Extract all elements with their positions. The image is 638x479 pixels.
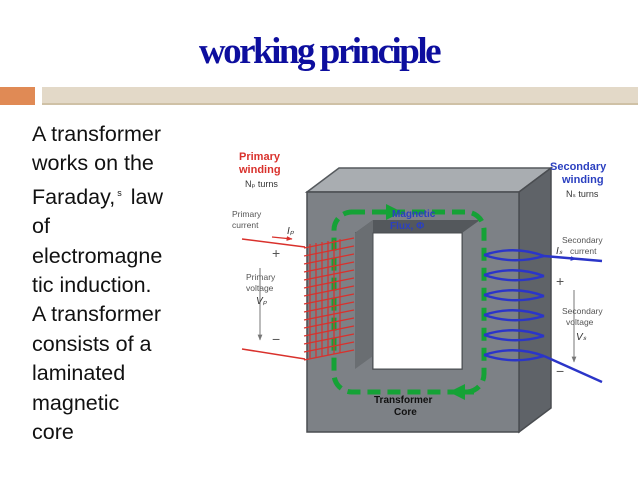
primary-current-arrow <box>271 236 293 241</box>
primary-plus: + <box>272 245 280 261</box>
secondary-plus: + <box>556 273 564 289</box>
secondary-lead-bottom <box>543 354 603 384</box>
body-line: works on the <box>32 151 154 176</box>
secondary-winding-label: winding <box>561 174 604 186</box>
core-label: Core <box>394 407 417 418</box>
primary-current-label: current <box>232 220 259 230</box>
primary-lead-top <box>241 238 306 248</box>
primary-voltage-label: voltage <box>246 283 274 293</box>
vs-label: Vₛ <box>576 332 587 343</box>
secondary-voltage-label: voltage <box>566 317 594 327</box>
primary-voltage-label: Primary <box>246 272 276 282</box>
core-window-shade <box>355 220 373 369</box>
secondary-winding-label: Secondary <box>550 161 607 173</box>
vp-label: Vₚ <box>256 296 268 307</box>
secondary-voltage-label: Secondary <box>562 306 603 316</box>
primary-lead-bottom <box>241 348 306 360</box>
body-line: magnetic <box>32 390 120 415</box>
magnetic-flux-label: Magnetic <box>392 209 436 220</box>
body-line: electromagne <box>32 243 163 268</box>
body-word: Faraday, <box>32 184 116 209</box>
body-line: consists of a <box>32 331 152 356</box>
slide-title: working principle <box>198 31 442 72</box>
core-label: Transformer <box>374 395 432 406</box>
body-word: law <box>130 184 164 209</box>
body-line: of <box>32 214 50 239</box>
primary-minus: − <box>272 331 280 347</box>
ns-turns-label: Nₛ turns <box>566 189 599 199</box>
superscript-s: s <box>117 187 122 198</box>
transformer-diagram: Primary winding Nₚ turns Primary current… <box>232 151 607 434</box>
header-bar-gap <box>35 87 42 105</box>
body-line: laminated <box>32 361 126 386</box>
is-label: Iₛ <box>556 246 563 257</box>
secondary-current-label: Secondary <box>562 235 603 245</box>
body-line: A transformer <box>32 122 162 146</box>
primary-winding-label: Primary <box>239 151 281 163</box>
header-bar-underline <box>42 103 638 105</box>
primary-winding <box>303 237 355 361</box>
core-window <box>372 232 463 370</box>
core-window-shade <box>355 220 480 233</box>
body-line: tic induction. <box>32 273 152 298</box>
header-bar <box>42 87 638 105</box>
body-line: A transformer <box>32 302 162 327</box>
secondary-current-label: current <box>570 246 597 256</box>
secondary-current-arrow <box>555 256 577 261</box>
ip-label: Iₚ <box>287 226 295 237</box>
header-bar-accent <box>0 87 35 105</box>
primary-winding-label: winding <box>238 164 281 176</box>
np-turns-label: Nₚ turns <box>245 179 278 189</box>
secondary-minus: − <box>556 363 564 379</box>
magnetic-flux-label: Flux, Φ <box>390 221 424 232</box>
core-top-face <box>304 167 554 193</box>
primary-current-label: Primary <box>232 209 262 219</box>
body-line: core <box>32 420 74 445</box>
secondary-winding <box>483 249 545 362</box>
